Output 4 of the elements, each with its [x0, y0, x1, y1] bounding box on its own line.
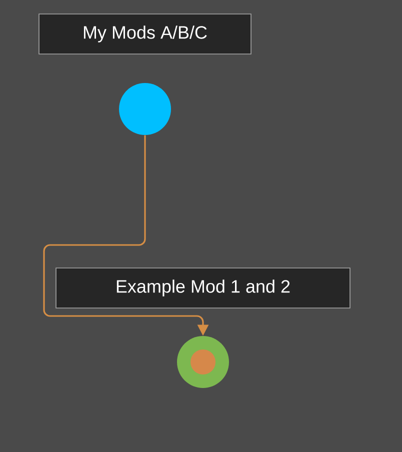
label-box: My Mods A/B/C: [38, 14, 252, 54]
circle: [119, 83, 171, 135]
label-box: Example Mod 1 and 2: [56, 268, 350, 308]
ring-circle: [177, 336, 229, 388]
